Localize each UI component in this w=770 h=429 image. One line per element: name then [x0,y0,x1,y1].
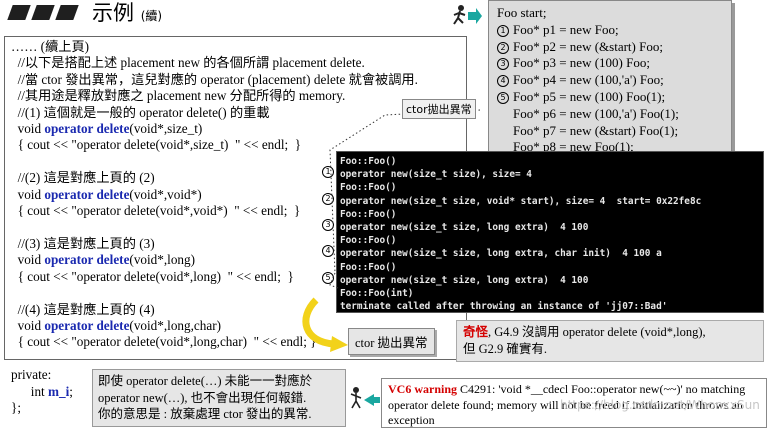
code-line: int m_i; [11,383,73,399]
sample-code-text: Foo* p5 = new (100) Foo(1); [513,88,666,104]
sample-code-text: Foo* p1 = new Foo; [513,21,619,37]
code-line: { cout << "operator delete(void*,long,ch… [11,334,317,350]
console-line: operator new(size_t size), size= 4 [340,169,532,181]
sample-code-line: Foo* p6 = new (100,'a') Foo(1); [497,106,731,123]
operator-delete-keyword: operator delete [44,121,130,137]
code-line: { cout << "operator delete(void*,size_t)… [11,137,302,153]
code-line: //(2) 這是對應上頁的 (2) [11,170,155,186]
code-line: }; [11,399,21,415]
console-line: operator new(size_t size, void* start), … [340,195,702,207]
sample-code-text: Foo* p8 = new Foo(1); [513,139,634,155]
code-line: …… (續上頁) [11,39,90,54]
sample-code-text: Foo* p7 = new (&start) Foo(1); [513,122,679,138]
console-line: operator new(size_t size, long extra) 4 … [340,274,589,286]
ctor-throw-callout: ctor 拋出異常 [348,328,435,355]
code-line: { cout << "operator delete(void*,long) "… [11,268,294,284]
operator-delete-keyword: operator delete [44,186,130,202]
code-line: void operator delete(void*,void*) [11,186,202,202]
console-step-marker: 2 [322,192,334,205]
sample-code-line: 1 Foo* p1 = new Foo; [497,22,731,39]
code-line: void operator delete(void*,long) [11,252,195,268]
delete-signature: (void*,long,char) [129,317,221,333]
code-line: { cout << "operator delete(void*,void*) … [11,203,301,219]
code-listing: …… (續上頁) //以下是搭配上述 placement new 的各個所謂 p… [11,39,418,416]
sample-code-text: Foo* p6 = new (100,'a') Foo(1); [513,105,679,121]
delete-signature: (void*,void*) [129,186,202,202]
member-end: ; [69,383,73,399]
code-panel: …… (續上頁) //以下是搭配上述 placement new 的各個所謂 p… [4,36,467,415]
sample-code-text: Foo* p4 = new (100,'a') Foo; [513,72,664,88]
operator-delete-keyword: operator delete [44,317,130,333]
vc6-warning-box: VC6 warning C4291: 'void *__cdecl Foo::o… [381,378,767,428]
g49-note-line1: , G4.9 沒調用 operator delete (void*,long), [488,325,706,339]
code-line: //(1) 這個就是一般的 operator delete() 的重載 [11,104,270,120]
code-line: void operator delete(void*,size_t) [11,121,203,137]
console-line: Foo::Foo() [340,261,397,273]
console-line: terminate called after throwing an insta… [340,301,668,313]
title-text: 示例 [92,1,134,25]
console-step-marker: 1 [322,166,334,179]
console-line: Foo::Foo() [340,156,397,167]
runner-icon [452,4,482,28]
console-line: Foo::Foo() [340,182,397,194]
strange-label: 奇怪 [463,325,489,339]
step-marker: 2 [497,41,509,54]
code-line: //以下是搭配上述 placement new 的各個所謂 placement … [11,55,365,71]
watermark: https://blog.csdn.net/WhonxxSun [560,398,760,412]
sample-code-line: 4 Foo* p4 = new (100,'a') Foo; [497,72,731,89]
thinking-figure-icon [348,386,364,410]
console-step-marker: 4 [322,245,334,258]
no-error-note: 即使 operator delete(…) 未能一一對應於 operator n… [92,369,346,427]
sample-code-line: 3 Foo* p3 = new (100) Foo; [497,55,731,72]
code-line: //(3) 這是對應上頁的 (3) [11,235,155,251]
console-line: operator new(size_t size, long extra, ch… [340,248,662,260]
console-output: Foo::Foo()operator new(size_t size), siz… [336,151,764,313]
code-line: void operator delete(void*,long,char) [11,317,221,333]
step-marker: 4 [497,75,509,88]
delete-signature: (void*,long) [129,252,195,268]
code-line: //其用途是釋放對應之 placement new 分配所得的 memory. [11,88,346,104]
sample-code-text: Foo start; [497,5,547,20]
delete-signature: (void*,size_t) [129,121,203,137]
g49-note-line2: 但 G2.9 確實有. [463,342,548,356]
sample-code-line: 2 Foo* p2 = new (&start) Foo; [497,39,731,56]
console-step-marker: 3 [322,219,334,231]
ctor-throw-label: ctor拋出異常 [402,99,476,119]
sample-code-line: 5 Foo* p5 = new (100) Foo(1); [497,89,731,106]
sample-code-line: Foo* p8 = new Foo(1); [497,139,731,156]
console-line: Foo::Foo() [340,208,397,220]
vc6-warning-text: C4291: 'void *__cdecl Foo::operator new(… [388,382,746,427]
code-line: private: [11,367,52,383]
sample-code-line: Foo start; [497,5,731,22]
g49-note: 奇怪, G4.9 沒調用 operator delete (void*,long… [456,320,764,362]
member-name: m_i [48,383,70,399]
console-line: Foo::Foo(int) [340,287,414,299]
code-line: //(4) 這是對應上頁的 (4) [11,301,155,317]
sample-code-text: Foo* p3 = new (100) Foo; [513,55,650,71]
operator-delete-keyword: operator delete [44,252,130,268]
console-line: operator new(size_t size, long extra) 4 … [340,221,589,233]
console-line: Foo::Foo() [340,235,397,247]
vc6-warning-label: VC6 warning [388,382,458,396]
sample-code-line: Foo* p7 = new (&start) Foo(1); [497,123,731,140]
code-line: //當 ctor 發出異常，這兒對應的 operator (placement)… [11,71,418,87]
step-marker: 1 [497,24,509,37]
step-marker: 5 [497,91,509,104]
sample-code-text: Foo* p2 = new (&start) Foo; [513,38,663,54]
step-marker: 3 [497,58,509,71]
sample-code-box: Foo start; 1 Foo* p1 = new Foo; 2 Foo* p2 = … [488,0,732,157]
title-suffix: (續) [140,9,163,23]
page-title: 示例 (續) [92,0,162,29]
